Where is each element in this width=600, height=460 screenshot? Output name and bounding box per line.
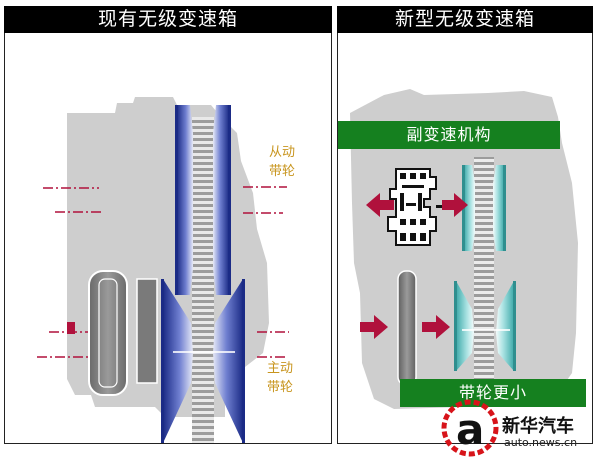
new-cvt-diagram: [350, 89, 578, 409]
new-cvt-title: 新型无级变速箱: [337, 6, 593, 33]
driven-pulley: [175, 105, 231, 295]
steel-belt: [474, 157, 494, 387]
arrow-right-rotor: [360, 315, 388, 339]
steel-belt: [192, 117, 214, 443]
arrow-left-out: [366, 193, 394, 217]
watermark-url: auto.news.cn: [504, 436, 578, 449]
drive-pulley-label: 主动 带轮: [267, 361, 294, 395]
sub-mechanism-label: 副变速机构: [338, 121, 560, 149]
new-cvt-panel: 新型无级变速箱: [337, 6, 593, 444]
arrow-right-pulley: [422, 315, 450, 339]
direction-arrows: [360, 193, 468, 339]
logo-letter: a: [456, 405, 484, 454]
arrow-left-in: [442, 193, 468, 217]
current-cvt-title: 现有无级变速箱: [4, 6, 332, 33]
clutch-plate: [136, 278, 158, 384]
shaft-marker: [67, 322, 75, 334]
drive-pulley: [161, 279, 245, 443]
sub-transmission-mechanism: [387, 168, 450, 246]
smaller-pulley-label: 带轮更小: [400, 379, 586, 407]
drive-pulley-small: [454, 281, 516, 371]
current-cvt-diagram: [37, 97, 289, 443]
driven-pulley-label: 从动 带轮: [269, 145, 296, 179]
xinhua-auto-logo: a: [441, 399, 499, 457]
planetary-gear: [88, 270, 128, 396]
current-cvt-panel: 现有无级变速箱: [4, 6, 332, 444]
planetary-gear: [397, 270, 417, 386]
watermark-brand: 新华汽车: [502, 416, 574, 437]
